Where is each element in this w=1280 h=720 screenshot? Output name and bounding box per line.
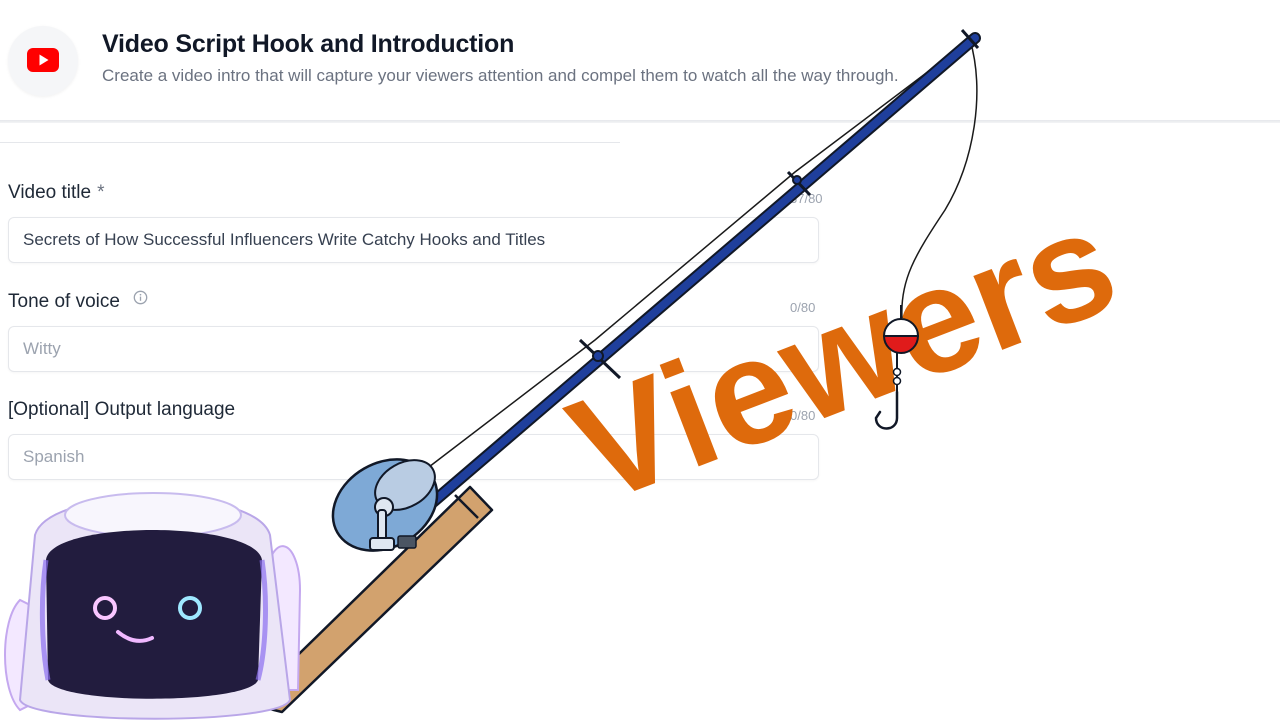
info-circle-icon[interactable] [133,289,148,311]
page-title: Video Script Hook and Introduction [102,30,515,58]
bobber-icon [882,305,920,392]
output-language-char-count: 0/80 [790,408,816,423]
video-title-input[interactable] [8,217,819,263]
robot-mascot-icon [4,492,302,720]
app-logo [8,26,78,96]
fish-hook-icon [874,390,899,430]
video-title-char-count: 67/80 [790,191,823,206]
output-language-label: [Optional] Output language [8,399,236,420]
video-title-label: Video title* [8,182,105,204]
tone-of-voice-char-count: 0/80 [790,300,816,315]
header-divider [0,120,1280,123]
tone-of-voice-input[interactable] [8,326,819,372]
tone-of-voice-label: Tone of voice [8,289,148,313]
page-subtitle: Create a video intro that will capture y… [102,66,899,85]
tone-of-voice-label-text: Tone of voice [8,291,120,313]
page-header: Video Script Hook and Introduction Creat… [0,0,1280,124]
output-language-input[interactable] [8,434,819,480]
required-marker: * [97,182,105,203]
rod-handle [256,485,494,714]
video-title-label-text: Video title [8,182,92,203]
form-divider [0,142,620,143]
youtube-play-icon [27,48,59,72]
